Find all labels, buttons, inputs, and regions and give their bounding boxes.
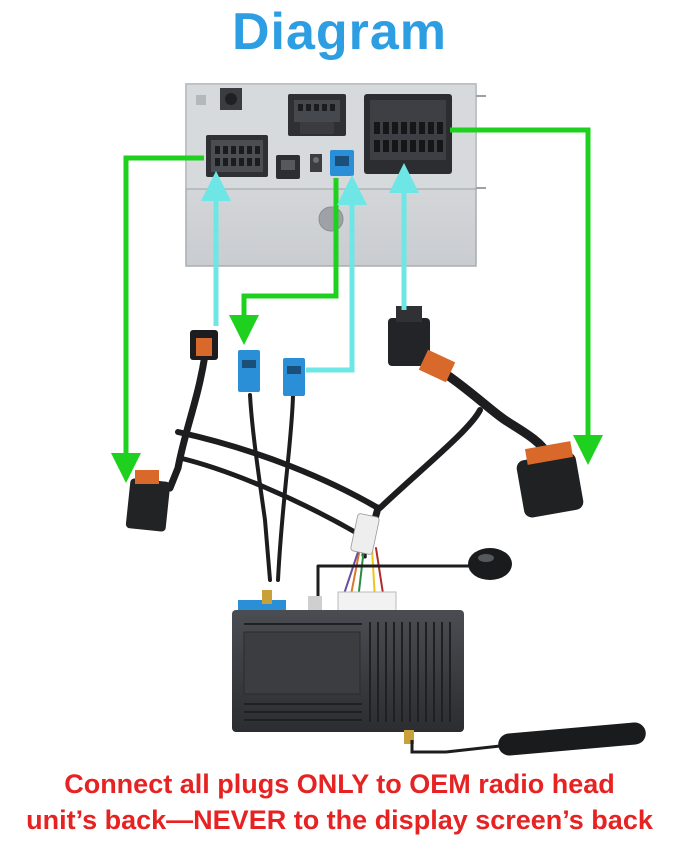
arrow-blue-cyan [306, 175, 367, 373]
center-port-icon [288, 94, 346, 136]
warning-line-2: unit’s back—NEVER to the display screen’… [26, 805, 653, 835]
wiring-harness [166, 351, 553, 602]
connection-arrows [111, 127, 603, 483]
antenna-jack-icon [220, 88, 242, 110]
main-port-icon [364, 94, 452, 174]
arrow-left-green [111, 155, 204, 483]
blue-plug-left [238, 350, 260, 392]
warning-line-1: Connect all plugs ONLY to OEM radio head [64, 769, 615, 799]
radio-head-unit [185, 83, 486, 267]
arrow-blue-port-green [229, 178, 339, 345]
blue-lvds-port-icon [330, 150, 354, 176]
interface-module [232, 590, 464, 744]
antenna-icon [410, 722, 646, 756]
arrow-right-green [450, 127, 603, 465]
screw-icon [318, 206, 344, 232]
right-harness-plug [388, 306, 584, 518]
left-harness-plug [125, 330, 218, 532]
usb-port-icon [276, 155, 300, 179]
blue-plug-right [283, 358, 305, 396]
left-port-icon [206, 135, 268, 177]
fakra-port-icon [310, 154, 322, 172]
diagram-title: Diagram [231, 3, 448, 61]
warning-caption: Connect all plugs ONLY to OEM radio head… [0, 766, 679, 838]
label-sleeve [350, 513, 380, 555]
microphone-icon [468, 548, 512, 580]
